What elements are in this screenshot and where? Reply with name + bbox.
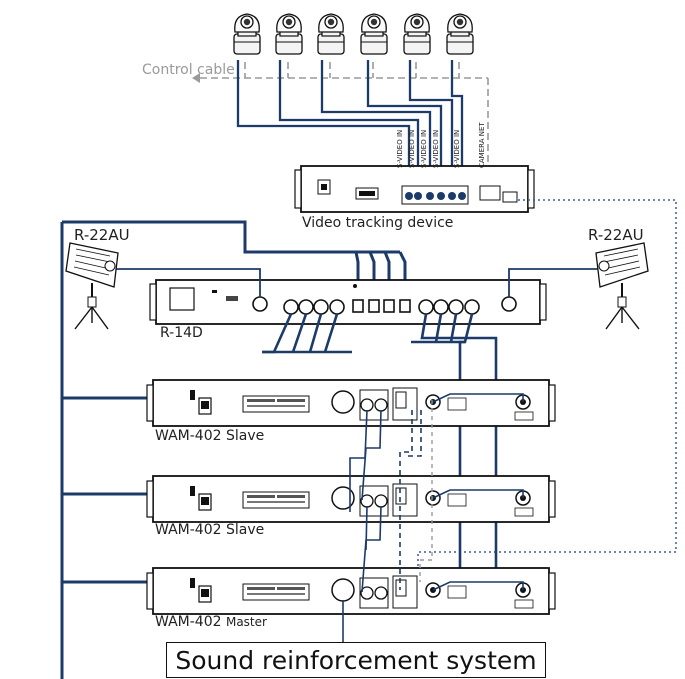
wam-master-role: Master [225, 615, 267, 629]
ptz-camera-4 [360, 13, 388, 55]
camera-video-cables [236, 60, 464, 196]
ptz-camera-5 [403, 13, 431, 55]
port-label-svideo-3: S-VIDEO IN [420, 130, 428, 168]
ptz-camera-3 [317, 13, 345, 55]
antenna-left-label: R-22AU [74, 226, 130, 244]
port-label-svideo-1: S-VIDEO IN [396, 130, 404, 168]
wam-slave-1 [146, 379, 556, 427]
wam-antenna-cables [432, 393, 524, 591]
r14d-label: R-14D [160, 325, 203, 341]
wam-cascade-dashed [399, 410, 422, 590]
ptz-camera-2 [275, 13, 303, 55]
control-cable-label: Control cable [142, 62, 235, 78]
ptz-camera-1 [233, 13, 261, 55]
antenna-left [65, 242, 119, 330]
wam-slave-2-label: WAM-402 Slave [155, 522, 265, 538]
port-label-svideo-4: S-VIDEO IN [432, 130, 440, 168]
wam-master [146, 567, 556, 615]
antenna-right [595, 242, 649, 330]
control-cable-arrow [192, 73, 200, 83]
port-label-camera-net: CAMERA NET [478, 122, 486, 168]
ptz-camera-6 [446, 13, 474, 55]
port-label-svideo-2: S-VIDEO IN [408, 130, 416, 168]
r14d-output-cables [262, 313, 498, 600]
wam-slave-2 [146, 475, 556, 523]
antenna-feed-cables [106, 268, 610, 297]
tracking-device-label: Video tracking device [302, 215, 454, 231]
wam-master-label: WAM-402 Master [155, 614, 267, 630]
wam-control-dashed [419, 400, 433, 582]
tracking-dotted-link [417, 199, 677, 578]
port-label-svideo-5: S-VIDEO IN [453, 130, 461, 168]
video-tracking-device [294, 165, 535, 213]
antenna-right-label: R-22AU [588, 226, 644, 244]
wam-cascade-cables [349, 409, 382, 593]
sound-reinforcement-label: Sound reinforcement system [175, 645, 537, 675]
r14d-splitter [149, 279, 547, 325]
sound-reinforcement-system: Sound reinforcement system [166, 642, 546, 678]
wam-slave-1-label: WAM-402 Slave [155, 428, 265, 444]
wam-master-model: WAM-402 [155, 614, 222, 630]
